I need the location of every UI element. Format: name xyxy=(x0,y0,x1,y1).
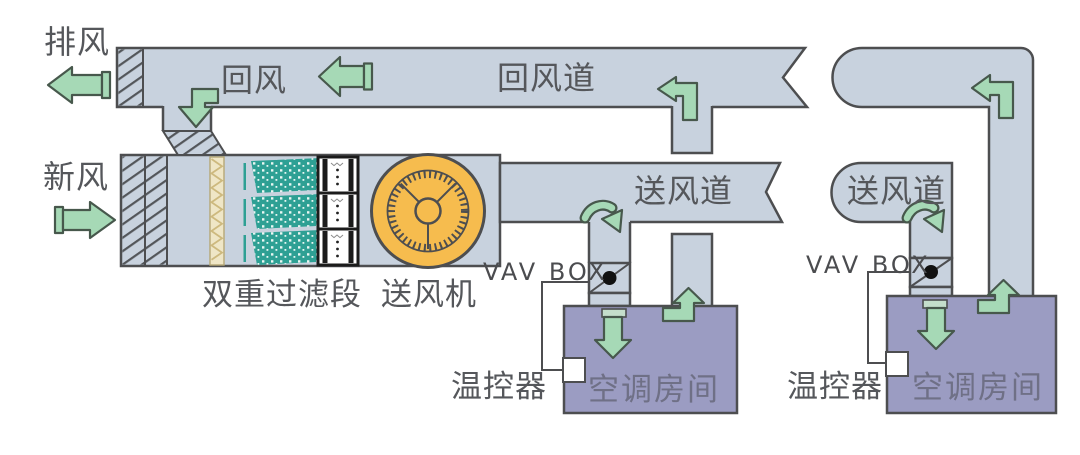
supply-fan-label: 送风机 xyxy=(381,277,477,313)
fresh-air-label: 新风 xyxy=(43,158,110,196)
riser2-corner-arrow-icon xyxy=(970,73,1015,120)
branch1-flow-arrow-icon xyxy=(579,199,624,234)
return-flow-left-arrow-icon xyxy=(317,55,366,98)
conditioned-room-1 xyxy=(562,286,739,415)
thermostat-1-icon xyxy=(562,357,586,383)
thermostat-wire-2 xyxy=(867,271,910,364)
thermostat-wire-1 xyxy=(541,281,589,371)
return-air-duct xyxy=(115,46,810,156)
dual-filter-section-label: 双重过滤段 xyxy=(202,277,362,313)
riser1-corner-arrow-icon xyxy=(656,75,699,122)
diffuser-1-icon xyxy=(601,308,627,318)
room2-return-up-arrow-icon xyxy=(976,278,1021,315)
return-air-label: 回风 xyxy=(221,61,288,99)
return-flow-left-arrow-tab-icon xyxy=(362,62,374,91)
branch2-flow-arrow-icon xyxy=(901,199,946,234)
exhaust-air-arrow-icon xyxy=(46,65,112,105)
vav-box-2 xyxy=(908,256,954,298)
fresh-air-arrow-icon xyxy=(53,200,117,240)
bag-filter-section-icon xyxy=(316,155,360,267)
exhaust-air-label: 排风 xyxy=(44,23,111,61)
air-handling-unit xyxy=(119,153,502,269)
return-duct-body xyxy=(115,46,810,109)
room1-supply-down-arrow-icon xyxy=(593,315,633,360)
vav-damper-actuator-1-icon xyxy=(602,271,617,285)
supply-duct-branch xyxy=(830,161,954,260)
room1-return-up-arrow-icon xyxy=(661,286,706,323)
supply-fan-icon xyxy=(370,153,486,269)
teal-filter-panels-icon xyxy=(243,158,321,265)
supply-duct-main-label: 送风道 xyxy=(634,172,734,210)
diffuser-2-icon xyxy=(922,299,948,309)
room2-supply-down-arrow-icon xyxy=(916,306,956,351)
exhaust-damper-icon xyxy=(118,49,142,106)
vav-box-2-label: VAV BOX xyxy=(806,251,931,279)
thermostat-2-label: 温控器 xyxy=(787,369,883,405)
thermostat-2-icon xyxy=(885,351,909,377)
vav-box-1-label: VAV BOX xyxy=(483,258,608,286)
return-duct-right xyxy=(831,46,1035,300)
return-duct-label: 回风道 xyxy=(497,59,597,97)
vav-damper-actuator-2-icon xyxy=(924,265,938,279)
return-down-corner-arrow-icon xyxy=(177,87,220,129)
thermostat-1-label: 温控器 xyxy=(451,369,547,405)
return-damper-icon xyxy=(161,130,228,156)
room-1-label: 空调房间 xyxy=(588,372,720,408)
supply-duct-branch-label: 送风道 xyxy=(847,172,947,210)
conditioned-room-2 xyxy=(885,278,1058,415)
pre-filter-icon xyxy=(209,156,225,266)
supply-duct-main xyxy=(498,161,785,224)
room-2-label: 空调房间 xyxy=(912,370,1044,406)
